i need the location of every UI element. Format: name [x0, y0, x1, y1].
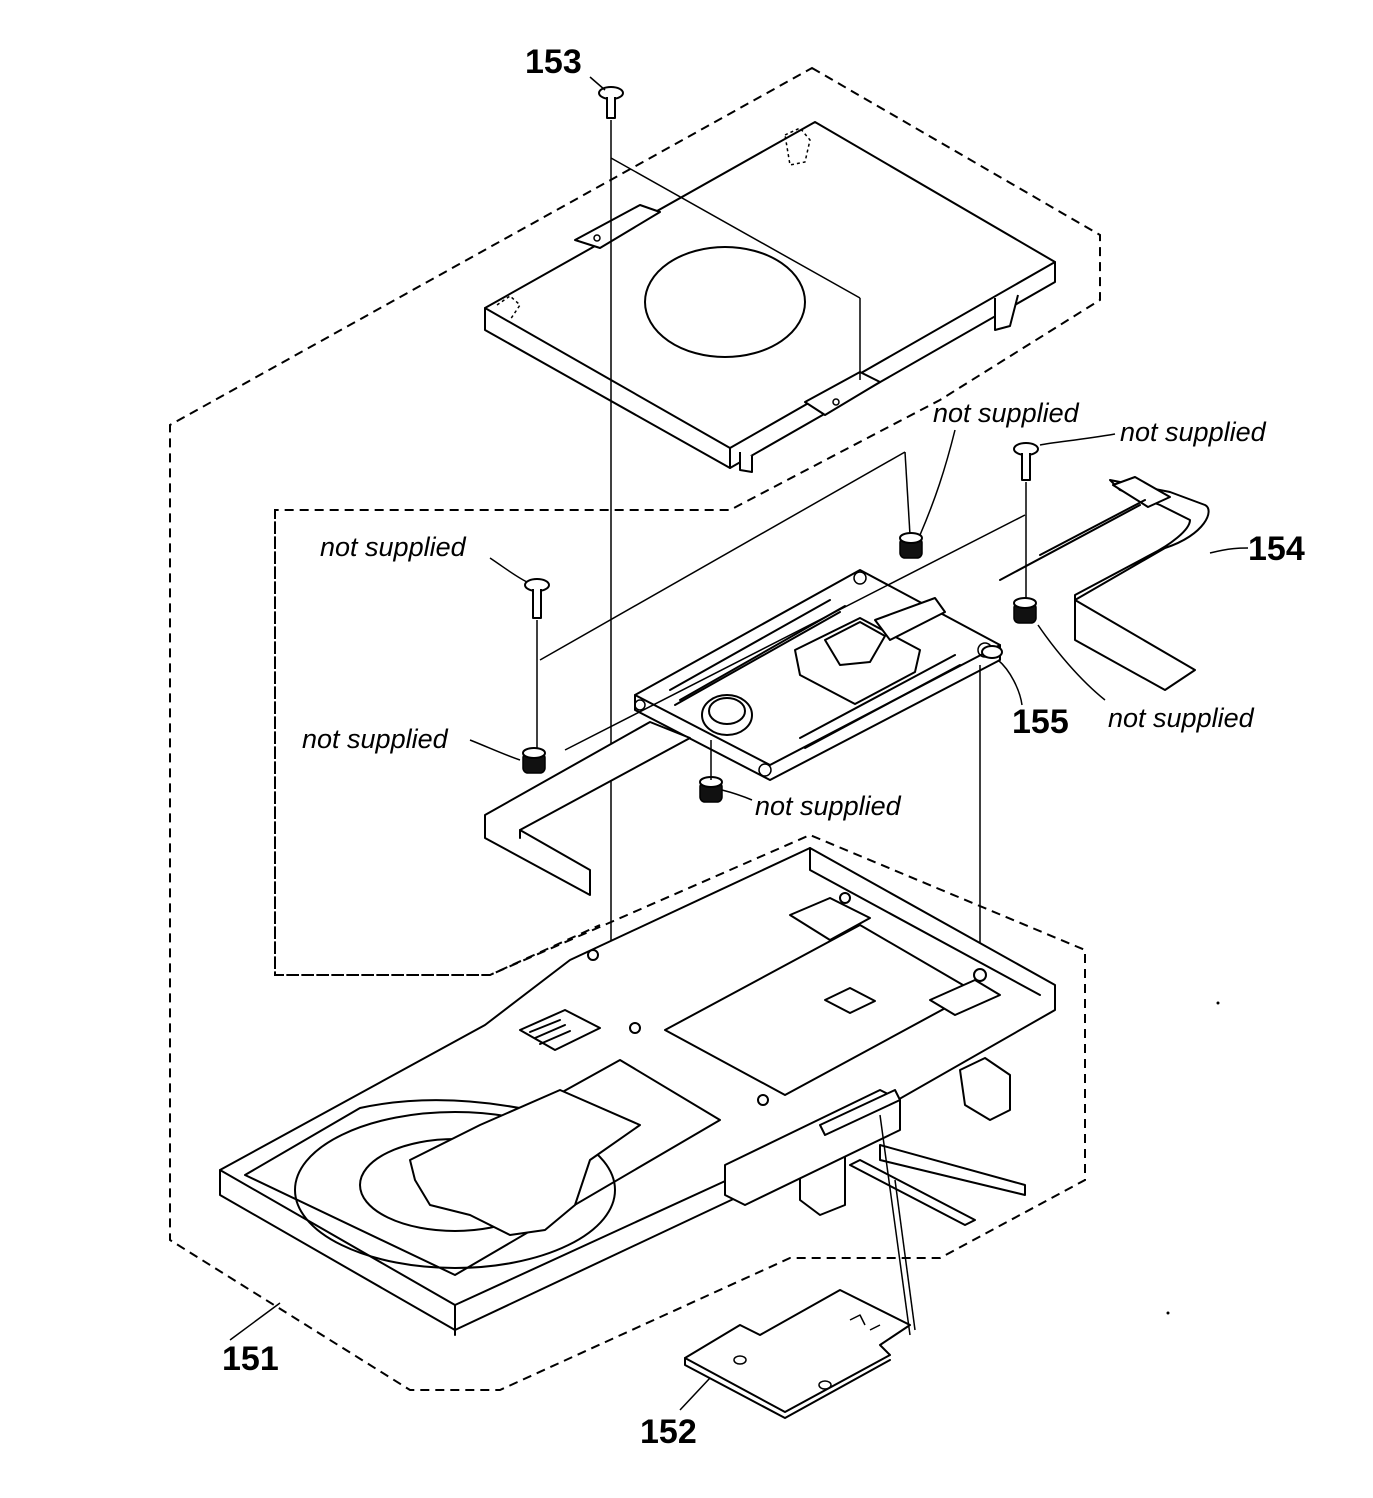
bracket-152 — [684, 1114, 916, 1419]
assembly-151-dashed-outline — [169, 66, 1101, 1391]
leader-ns-6 — [721, 789, 753, 801]
screw-not-supplied-right — [1013, 442, 1039, 600]
washer-155 — [979, 645, 1003, 960]
note-not-supplied-1: not supplied — [933, 398, 1080, 428]
chassis-tray — [219, 847, 1056, 1336]
screw-153 — [598, 86, 624, 119]
note-not-supplied-4: not supplied — [1108, 703, 1255, 733]
flex-cable-left — [484, 721, 691, 896]
damper-3 — [522, 747, 546, 774]
leader-ns-2 — [1039, 433, 1116, 446]
leader-ns-1 — [919, 429, 956, 536]
note-not-supplied-3: not supplied — [320, 532, 467, 562]
leader-154 — [1209, 547, 1249, 554]
leader-ns-3 — [489, 557, 528, 583]
damper-4 — [699, 776, 723, 803]
loader-dashed-outline — [274, 510, 601, 976]
label-152: 152 — [640, 1413, 697, 1451]
top-cover — [484, 121, 1056, 473]
leader-151 — [229, 1302, 281, 1341]
traverse-mechanism — [634, 569, 1001, 781]
speck — [1166, 1311, 1170, 1315]
label-155: 155 — [1012, 703, 1069, 741]
flex-cable-154 — [999, 476, 1210, 691]
speck — [1216, 1001, 1220, 1005]
note-not-supplied-5: not supplied — [302, 724, 449, 754]
screw-not-supplied-left — [524, 578, 550, 748]
label-154: 154 — [1248, 530, 1305, 568]
leader-ns-4 — [1037, 624, 1106, 701]
note-not-supplied-6: not supplied — [755, 791, 902, 821]
damper-2 — [1013, 597, 1037, 624]
note-not-supplied-2: not supplied — [1120, 417, 1267, 447]
leader-152 — [679, 1377, 711, 1411]
label-153: 153 — [525, 43, 582, 81]
label-151: 151 — [222, 1340, 279, 1378]
leader-153 — [589, 76, 606, 91]
damper-1 — [899, 532, 923, 559]
leader-ns-5 — [469, 739, 521, 761]
leader-155 — [997, 659, 1023, 706]
